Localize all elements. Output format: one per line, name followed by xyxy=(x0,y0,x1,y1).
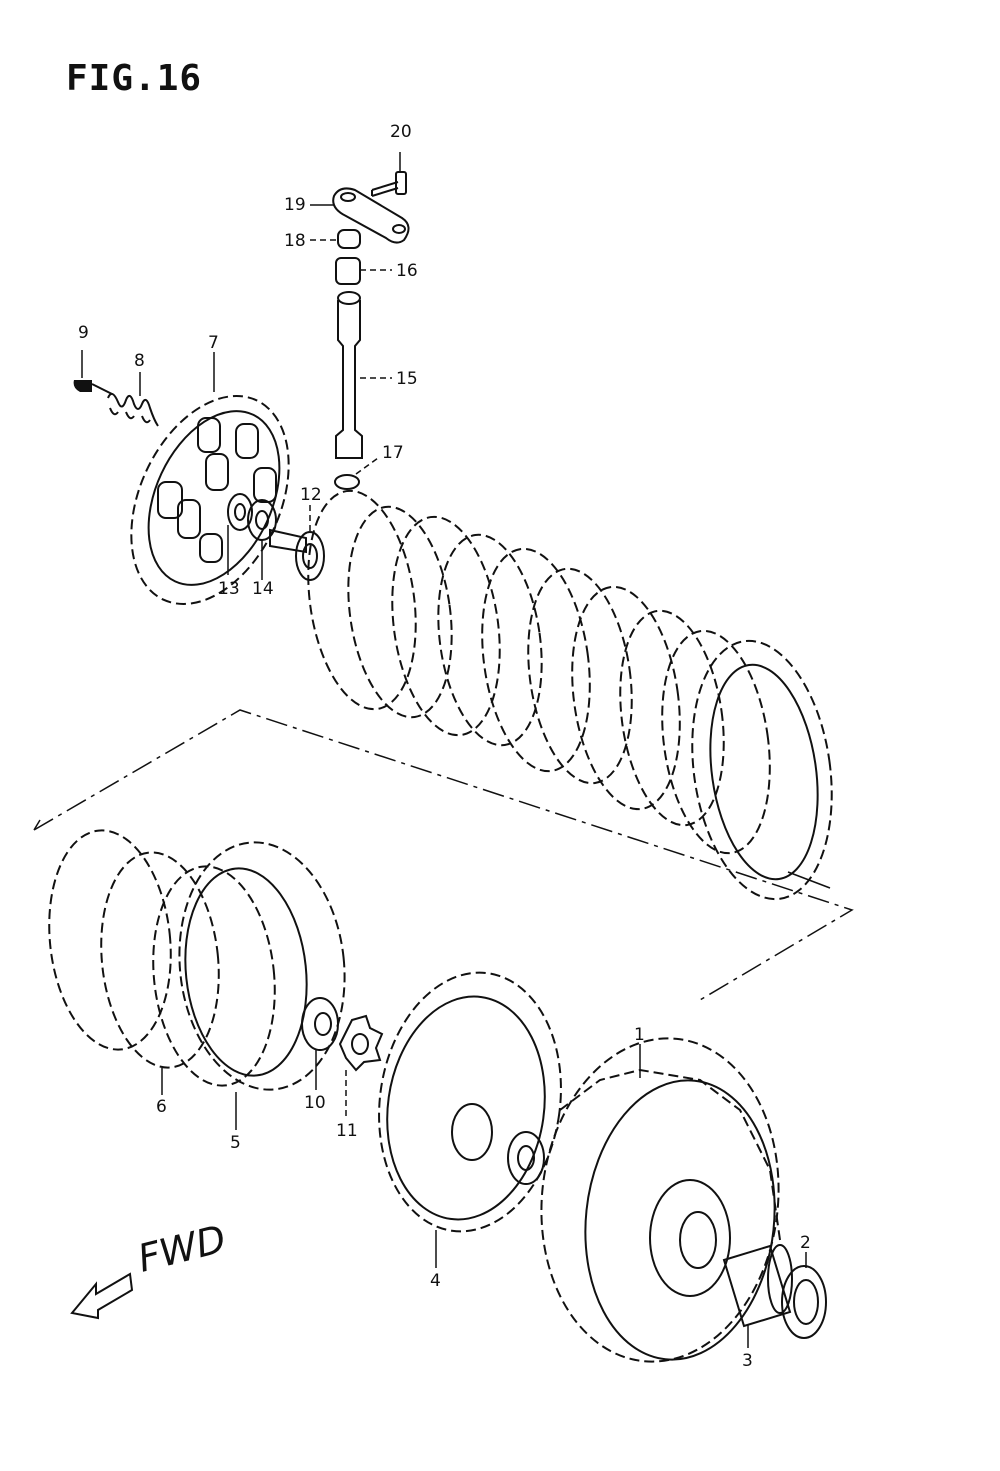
callout-20: 20 xyxy=(390,122,412,142)
spring-bolt xyxy=(73,350,113,395)
callout-16: 16 xyxy=(396,261,418,281)
callout-15: 15 xyxy=(396,369,418,389)
pressure-plate xyxy=(130,352,290,605)
callout-4: 4 xyxy=(430,1271,441,1291)
clutch-sleeve-hub xyxy=(378,971,562,1268)
callout-2: 2 xyxy=(800,1233,811,1253)
release-bearing xyxy=(227,493,253,575)
clutch-hub-nut xyxy=(301,997,339,1090)
callout-13: 13 xyxy=(218,579,240,599)
callout-9: 9 xyxy=(78,323,89,343)
upper-clutch-plate-stack xyxy=(307,489,833,901)
forward-arrow-icon xyxy=(70,1272,134,1320)
callout-7: 7 xyxy=(208,333,219,353)
lock-washer xyxy=(338,1014,384,1118)
clutch-spring xyxy=(107,372,159,427)
plate-set-bounding-box xyxy=(33,709,854,1001)
release-rack xyxy=(261,505,325,581)
callout-8: 8 xyxy=(134,351,145,371)
callout-14: 14 xyxy=(252,579,274,599)
bearing-sleeve xyxy=(335,257,392,285)
oil-seal-ring xyxy=(310,229,361,249)
callout-12: 12 xyxy=(300,485,322,505)
callout-18: 18 xyxy=(284,231,306,251)
lower-clutch-plate-stack xyxy=(48,829,346,1130)
figure-title: FIG.16 xyxy=(66,58,203,99)
forward-direction-label: FWD xyxy=(134,1217,231,1281)
callout-5: 5 xyxy=(230,1133,241,1153)
shaft-washer xyxy=(334,457,379,490)
release-arm-bolt xyxy=(371,152,407,197)
callout-19: 19 xyxy=(284,195,306,215)
callout-3: 3 xyxy=(742,1351,753,1371)
callout-10: 10 xyxy=(304,1093,326,1113)
spacer-sleeve xyxy=(722,1244,793,1348)
thrust-washer xyxy=(781,1252,827,1339)
callout-11: 11 xyxy=(336,1121,358,1141)
release-shaft xyxy=(335,291,392,459)
release-arm xyxy=(310,187,410,244)
callout-6: 6 xyxy=(156,1097,167,1117)
primary-driven-gear-housing xyxy=(540,1037,781,1363)
callout-17: 17 xyxy=(382,443,404,463)
callout-1: 1 xyxy=(634,1025,645,1045)
